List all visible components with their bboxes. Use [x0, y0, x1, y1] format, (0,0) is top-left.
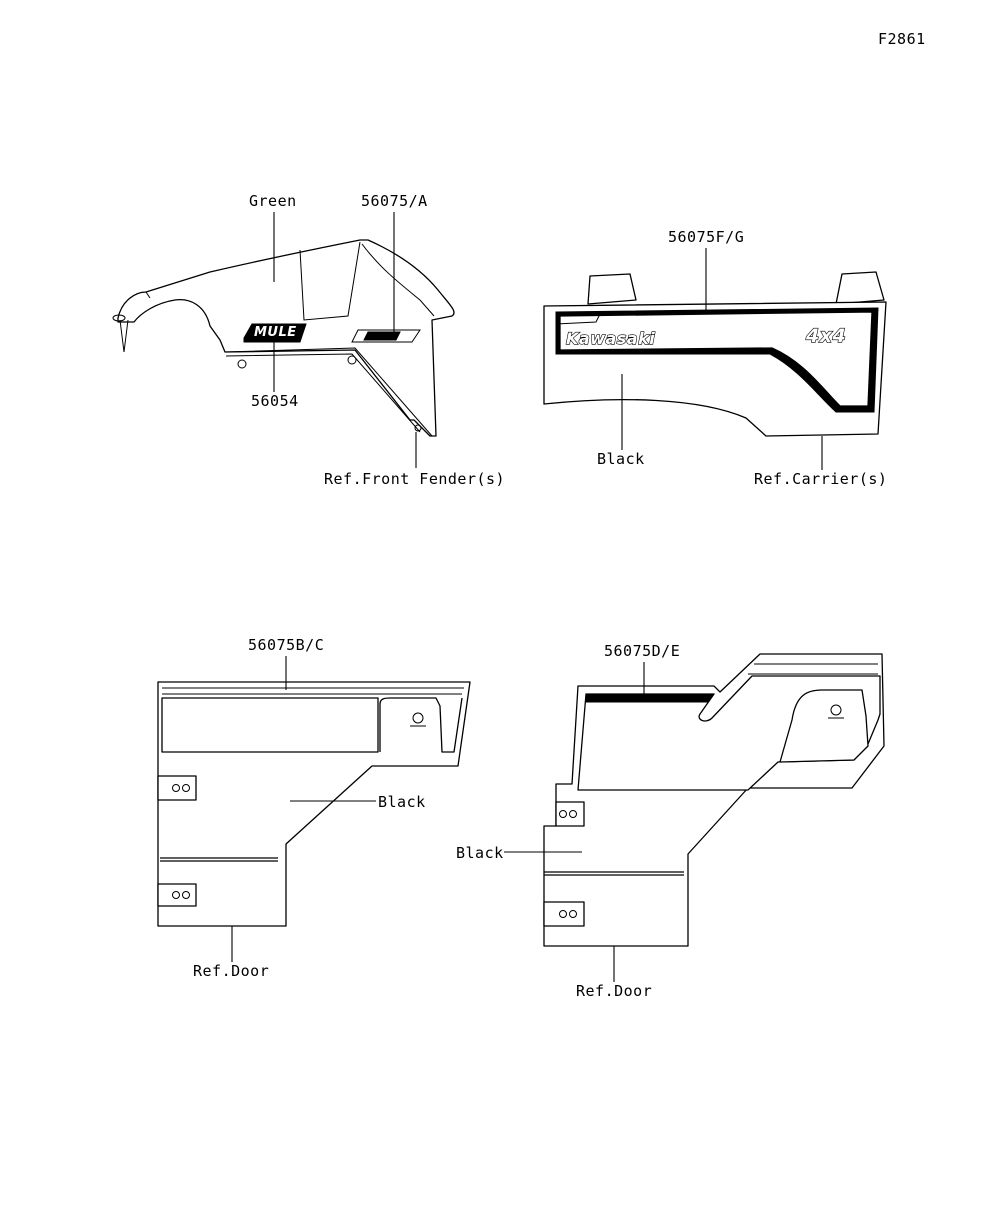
label-carrier-black: Black — [597, 450, 645, 468]
front-fender-clip — [347, 355, 357, 365]
label-56075f-g: 56075F/G — [668, 228, 744, 246]
label-56075-a: 56075/A — [361, 192, 428, 210]
right-door-hinge-lower — [543, 901, 585, 927]
front-fender-curve — [361, 243, 435, 317]
left-door-group — [157, 681, 471, 927]
right-door-hinge-bolt — [569, 810, 577, 818]
right-door-group — [543, 653, 885, 947]
label-56075d-e: 56075D/E — [604, 642, 680, 660]
left-door-hinge-lower — [157, 883, 197, 907]
decal-a-fill — [363, 331, 401, 341]
front-fender-clip — [414, 424, 422, 432]
right-door-hinge-bolt — [559, 810, 567, 818]
left-door-stripe — [160, 857, 278, 862]
left-door-hinge-bolt — [172, 891, 180, 899]
label-right-door-black: Black — [456, 844, 504, 862]
mule-decal-plate — [243, 323, 307, 343]
label-right-door-ref: Ref.Door — [576, 982, 652, 1000]
carrier-group: Kawasaki 4x4 — [543, 271, 887, 437]
front-fender-inner-edge — [145, 241, 361, 321]
left-door-hinge-bolt — [182, 784, 190, 792]
carrier-tab-left — [587, 273, 637, 305]
right-door-stripe — [544, 871, 684, 876]
left-door-hinge-bolt — [182, 891, 190, 899]
left-door-lock-icon — [412, 712, 424, 724]
left-door-decal-panel — [161, 697, 379, 753]
label-56075b-c: 56075B/C — [248, 636, 324, 654]
carrier-decal-inner — [559, 311, 873, 407]
front-fender-lower-trim — [224, 347, 433, 437]
carrier-tab-right — [835, 271, 885, 305]
decal-a — [351, 329, 421, 343]
front-fender-stay — [119, 319, 129, 353]
right-door-lock-icon — [830, 704, 842, 716]
carrier-decal-line — [555, 313, 601, 325]
front-fender-mount — [112, 314, 126, 322]
left-door-hinge-bolt — [172, 784, 180, 792]
decal-a-outline — [351, 329, 421, 343]
front-fender-group: MULE — [112, 239, 455, 437]
label-ref-front-fender: Ref.Front Fender(s) — [324, 470, 505, 488]
right-door-decal-band — [585, 693, 715, 703]
label-left-door-black: Black — [378, 793, 426, 811]
label-left-door-ref: Ref.Door — [193, 962, 269, 980]
right-door-window — [779, 689, 869, 763]
mule-decal: MULE — [243, 323, 307, 343]
right-door-hinge-bolt — [569, 910, 577, 918]
carrier-brand-logo: Kawasaki — [566, 329, 655, 348]
left-door-hinge-upper — [157, 775, 197, 801]
front-fender-lower-trim-2 — [225, 353, 421, 433]
carrier-4x4-logo: 4x4 — [805, 325, 846, 347]
mule-decal-text: MULE — [254, 325, 297, 340]
right-door-top-trim — [748, 663, 878, 675]
left-door-top-trim — [162, 687, 464, 695]
left-door-window — [379, 697, 463, 753]
label-green: Green — [249, 192, 297, 210]
diagram-id: F2861 — [878, 30, 926, 48]
right-door-hinge-bolt — [559, 910, 567, 918]
front-fender-clip — [237, 359, 247, 369]
label-56054: 56054 — [251, 392, 299, 410]
label-ref-carrier: Ref.Carrier(s) — [754, 470, 887, 488]
